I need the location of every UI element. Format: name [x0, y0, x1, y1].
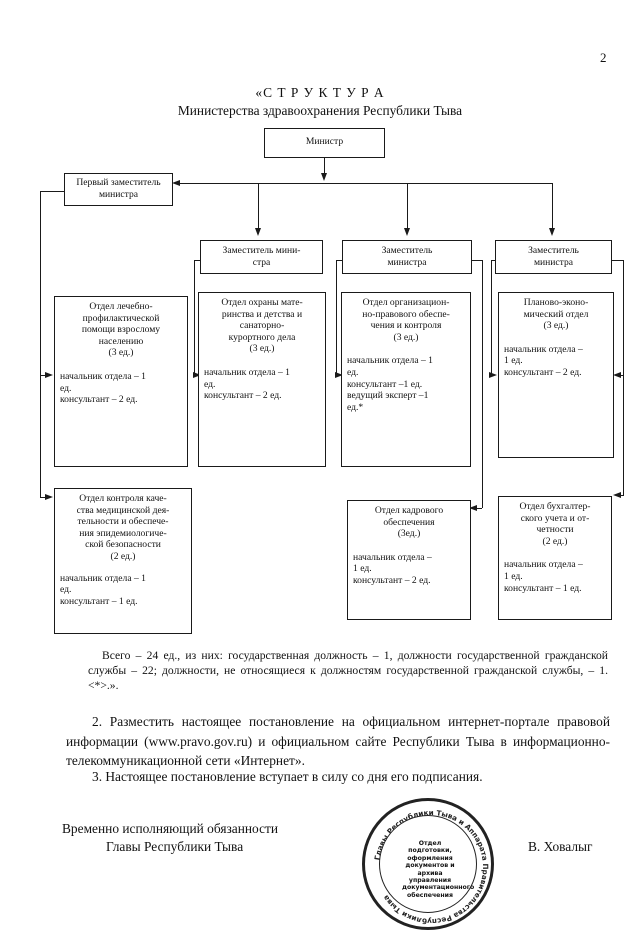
deputy2-line2: министра [387, 256, 427, 268]
deputy-box-3: Заместитель министра [495, 240, 612, 274]
dept-text: консультант – 2 ед. [353, 574, 431, 586]
first-deputy-line2: министра [98, 188, 139, 200]
dept-text: Отдел кадрового [374, 505, 444, 516]
staff-total-note: Всего – 24 ед., из них: государственная … [88, 649, 608, 693]
dept-text: (3 ед.) [543, 320, 569, 332]
dept-text: (3 ед.) [249, 343, 275, 355]
deputy3-line1: Заместитель [528, 245, 579, 256]
dept-text: консультант – 1 ед. [60, 595, 138, 607]
dept-text: 1 ед. [353, 563, 372, 575]
dept-text: 1 ед. [504, 570, 523, 582]
dept-text: начальник отдела – [353, 551, 432, 563]
resolution-paragraph-3: 3. Настоящее постановление вступает в си… [92, 769, 483, 784]
deputy2-line1: Заместитель [381, 245, 433, 256]
dept-text: чения и контроля [370, 320, 442, 332]
dept-text: курортного дела [228, 331, 296, 343]
dept-text: 1 ед. [504, 355, 523, 367]
dept-text: мический отдел [523, 308, 589, 320]
deputy-box-2: Заместитель министра [342, 240, 472, 274]
signatory-position-line2: Главы Республики Тыва [106, 839, 244, 854]
stamp-center: Отдел подготовки, оформления документов … [379, 815, 477, 913]
dept-text: ния эпидемиологиче- [79, 527, 167, 539]
official-stamp: Главы Республики Тыва и Аппарата Правите… [362, 798, 494, 930]
dept-text: начальник отдела – 1 [60, 572, 146, 584]
dept-text: (3 ед.) [108, 347, 134, 359]
dept-text: ской безопасности [85, 539, 161, 551]
dept-text: консультант – 2 ед. [204, 390, 282, 402]
dept-text: ед. [347, 366, 359, 378]
dept-text: четности [536, 524, 574, 536]
dept-text: помощи взрослому [81, 324, 161, 336]
dept-text: консультант – 1 ед. [504, 582, 582, 594]
dept-text: начальник отдела – [504, 559, 583, 571]
dept-text: начальник отдела – [504, 343, 583, 355]
dept-planning-box: Планово-эконо- мический отдел (3 ед.) на… [498, 292, 614, 458]
dept-text: (3 ед.) [393, 331, 419, 343]
signatory-name: В. Ховалыг [528, 839, 593, 854]
dept-text: профилактической [82, 312, 160, 324]
signatory-position-line1: Временно исполняющий обязанности [62, 821, 279, 836]
dept-text: Отдел лечебно- [89, 301, 153, 312]
dept-text: Планово-эконо- [523, 297, 589, 308]
dept-text: Отдел охраны мате- [221, 297, 303, 308]
deputy1-line1: Заместитель мини- [222, 245, 301, 256]
dept-legal-box: Отдел организацион- но-правового обеспе-… [341, 292, 471, 467]
minister-label: Министр [305, 136, 344, 147]
dept-text: тельности и обеспече- [77, 516, 169, 528]
dept-text: ед. [60, 382, 72, 394]
page-number: 2 [600, 50, 607, 65]
resolution-paragraph-2: 2. Разместить настоящее постановление на… [66, 714, 610, 768]
first-deputy-line1: Первый заместитель [76, 177, 161, 188]
dept-text: консультант –1 ед. [347, 378, 423, 390]
dept-text: ства медицинской дея- [76, 504, 170, 516]
deputy-box-1: Заместитель мини- стра [200, 240, 323, 274]
dept-text: ведущий эксперт –1 [347, 390, 429, 402]
dept-text: начальник отдела – 1 [60, 370, 146, 382]
dept-text: Отдел контроля каче- [79, 493, 167, 504]
deputy3-line2: министра [533, 256, 574, 268]
stamp-center-text: Отдел подготовки, оформления документов … [402, 840, 475, 899]
dept-text: (3ед.) [397, 528, 421, 540]
dept-text: ед. [60, 584, 72, 596]
dept-text: ринства и детства и [221, 308, 303, 320]
dept-text: ед.* [347, 401, 364, 413]
dept-text: но-правового обеспе- [362, 308, 450, 320]
dept-text: консультант – 2 ед. [504, 366, 582, 378]
dept-text: обеспечения [383, 516, 435, 528]
ministry-title: Министерства здравоохранения Республики … [177, 103, 463, 118]
dept-text: консультант – 2 ед. [60, 394, 138, 406]
dept-text: начальник отдела – 1 [204, 366, 290, 378]
dept-text: ского учета и от- [520, 512, 590, 524]
dept-text: населению [98, 335, 144, 347]
dept-treatment-box: Отдел лечебно- профилактической помощи в… [54, 296, 188, 467]
structure-heading: «С Т Р У К Т У Р А [255, 85, 385, 100]
dept-text: (2 ед.) [110, 550, 136, 562]
dept-accounting-box: Отдел бухгалтер- ского учета и от- четно… [498, 496, 612, 620]
dept-text: Отдел организацион- [362, 297, 450, 308]
dept-text: начальник отдела – 1 [347, 355, 433, 367]
first-deputy-box: Первый заместитель министра [64, 173, 173, 206]
deputy1-line2: стра [252, 256, 271, 268]
dept-text: (2 ед.) [542, 535, 568, 547]
dept-text: санаторно- [239, 320, 285, 332]
dept-maternity-box: Отдел охраны мате- ринства и детства и с… [198, 292, 326, 467]
dept-text: ед. [204, 378, 216, 390]
minister-box: Министр [264, 128, 385, 158]
dept-quality-box: Отдел контроля каче- ства медицинской де… [54, 488, 192, 634]
dept-hr-box: Отдел кадрового обеспечения (3ед.) начал… [347, 500, 471, 620]
dept-text: Отдел бухгалтер- [519, 501, 591, 512]
